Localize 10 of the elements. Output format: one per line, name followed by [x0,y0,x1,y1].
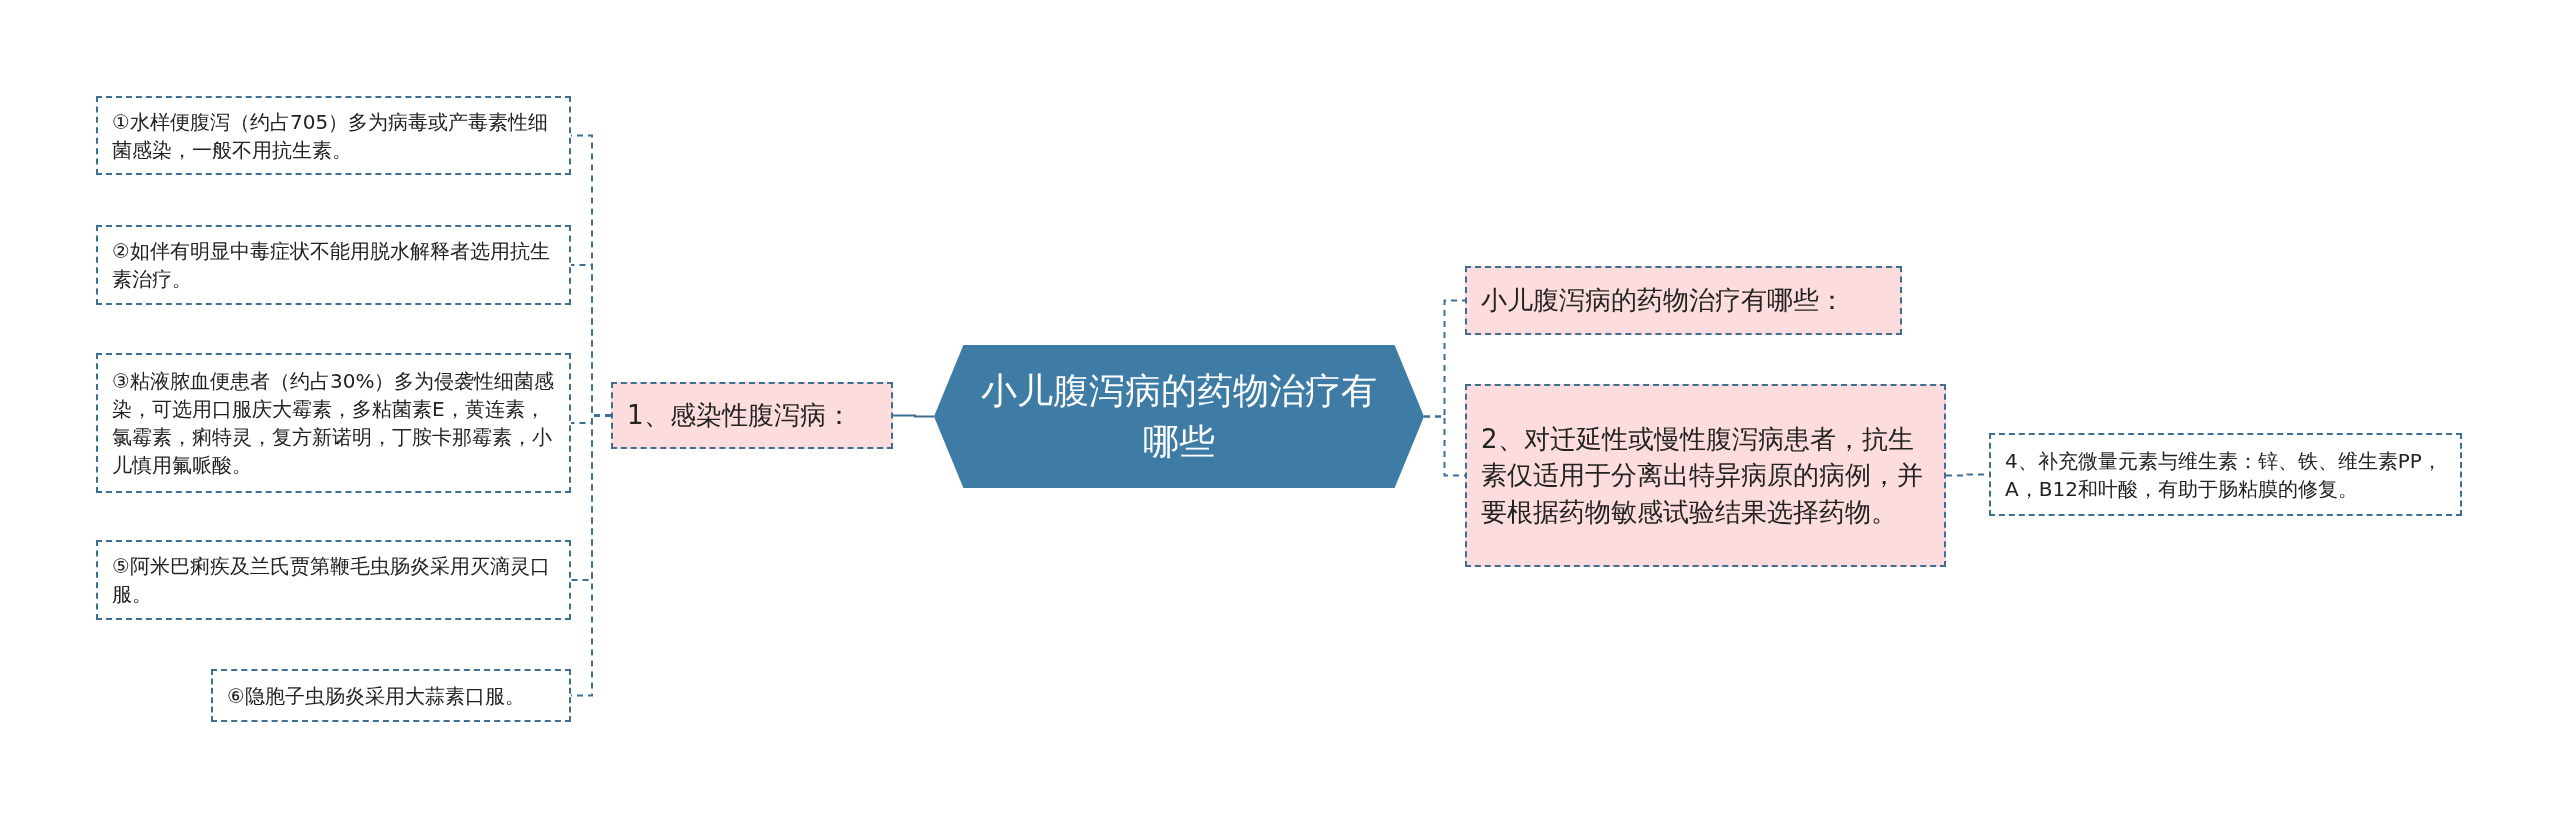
note-box: 4、补充微量元素与维生素：锌、铁、维生素PP，A，B12和叶酸，有助于肠粘膜的修复。 [1989,433,2462,516]
connector-line [892,414,935,418]
note-box: ③粘液脓血便患者（约占30%）多为侵袭性细菌感染，可选用口服庆大霉素，多粘菌素E，黄连素，氯霉素，痢特灵，复方新诺明，丁胺卡那霉素，小儿慎用氟哌酸。 [96,353,571,493]
note-box: ⑥隐胞子虫肠炎采用大蒜素口服。 [211,669,571,722]
note-box: ⑤阿米巴痢疾及兰氏贾第鞭毛虫肠炎采用灭滴灵口服。 [96,540,571,620]
topic-box: 1、感染性腹泻病： [611,382,893,449]
topic-box: 小儿腹泻病的药物治疗有哪些： [1465,266,1902,335]
note-box: ②如伴有明显中毒症状不能用脱水解释者选用抗生素治疗。 [96,225,571,305]
topic-box: 2、对迁延性或慢性腹泻病患者，抗生素仅适用于分离出特异病原的病例，并要根据药物敏感试验结果选择药物。 [1465,384,1946,567]
note-box: ①水样便腹泻（约占705）多为病毒或产毒素性细菌感染，一般不用抗生素。 [96,96,571,175]
